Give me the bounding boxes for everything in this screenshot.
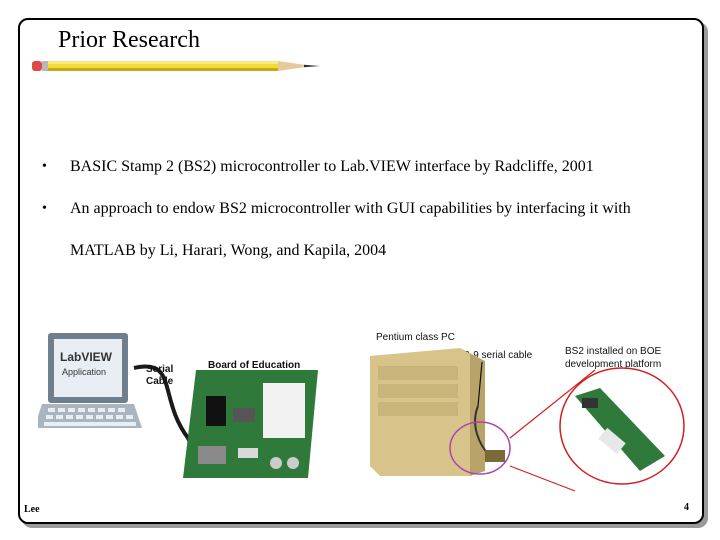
slide-frame <box>18 18 704 524</box>
laptop-icon <box>38 333 142 428</box>
bullet-symbol: • <box>42 201 47 216</box>
cable-label: DB-9 serial cable <box>456 350 533 361</box>
zoom-line-top <box>509 369 596 439</box>
port-highlight-circle <box>449 421 511 475</box>
cable-label-1: Serial <box>146 364 173 375</box>
board-zoom-circle <box>559 367 685 485</box>
footer-author: Lee <box>24 504 40 515</box>
labview-setup-photo: LabVIEW Application Serial Cable Board o… <box>38 333 318 478</box>
bs2-board-icon <box>575 388 665 471</box>
pencil-icon <box>32 61 320 71</box>
bullet-item: • BASIC Stamp 2 (BS2) microcontroller to… <box>40 146 690 188</box>
cable-label-2: Cable <box>146 376 174 387</box>
slide-title: Prior Research <box>58 27 200 53</box>
bs2-label-1: BS2 installed on BOE <box>565 346 661 357</box>
page-number: 4 <box>684 502 689 513</box>
board-icon <box>183 370 318 478</box>
pc-label: Pentium class PC <box>376 332 455 343</box>
zoom-line-bottom <box>509 465 576 492</box>
pc-setup-photo: Pentium class PC DB-9 serial cable BS2 i… <box>370 332 685 492</box>
monitor-label-2: Application <box>62 367 106 377</box>
bullet-list: • BASIC Stamp 2 (BS2) microcontroller to… <box>40 146 690 272</box>
connector-icon <box>485 450 505 462</box>
monitor-label-1: LabVIEW <box>60 350 113 364</box>
bullet-item: • An approach to endow BS2 microcontroll… <box>40 188 690 272</box>
pc-tower-icon <box>370 348 485 476</box>
bullet-text: BASIC Stamp 2 (BS2) microcontroller to L… <box>70 158 594 175</box>
bs2-label-2: development platform <box>565 359 661 370</box>
arrow-line <box>477 361 483 407</box>
bullet-text: An approach to endow BS2 microcontroller… <box>70 200 631 259</box>
bullet-symbol: • <box>42 159 47 174</box>
board-label: Board of Education <box>208 360 300 371</box>
